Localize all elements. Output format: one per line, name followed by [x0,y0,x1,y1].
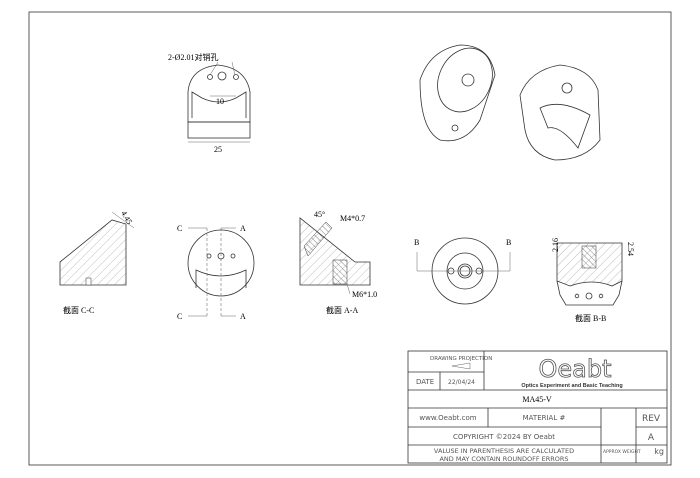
section-c-c: 4.45 截面 C-C [59,209,135,315]
pin-hole-callout: 2-Ø2.01对销孔 [168,52,218,62]
dim-25: 25 [214,145,222,154]
date-value: 22/04/24 [448,379,475,386]
front-view: 2-Ø2.01对销孔 10 25 [168,52,251,154]
section-c-c-label: 截面 C-C [63,305,94,315]
thread-m6: M6*1.0 [352,290,377,299]
section-b-b-label: 截面 B-B [575,313,606,323]
section-b-b: 2.16 2.54 截面 B-B [551,238,635,323]
website: www.Oeabt.com [419,414,476,422]
dim-2-54: 2.54 [626,242,635,256]
part-number: MA45-V [522,395,552,404]
note-line-1: VALUSE IN PARENTHESIS ARE CALCULATED [434,447,574,455]
weight-unit: kg [654,447,664,456]
date-label: DATE [416,378,434,386]
rev-label: REV [642,414,661,424]
rev-value: A [648,433,655,443]
thread-m4: M4*0.7 [340,214,365,223]
section-label-c-bottom: C [177,312,182,321]
note-line-2: AND MAY CONTAIN ROUNDOFF ERRORS [439,455,568,463]
section-label-a-top: A [240,224,246,233]
section-label-b-right: B [506,238,511,247]
dim-2-16: 2.16 [551,238,560,252]
title-block: DRAWING PROJECTION DATE 22/04/24 Oeabt O… [407,350,668,464]
angle-45: 45° [314,210,325,219]
section-label-c-top: C [177,224,182,233]
isometric-view-1 [419,44,496,142]
drawing-projection: DRAWING PROJECTION [430,356,492,362]
drawing-border [28,11,672,466]
company-logo: Oeabt [538,355,611,383]
approx-weight: APPROX WEIGHT [603,449,641,455]
section-a-a-label: 截面 A-A [326,305,358,315]
copyright: COPYRIGHT ©2024 BY Oeabt [453,433,555,441]
logo-subtitle: Optics Experiment and Basic Teaching [521,383,622,389]
section-label-a-bottom: A [240,312,246,321]
isometric-view-2 [519,64,601,161]
material: MATERIAL # [523,414,566,422]
top-view-sections: C A C A [177,224,255,321]
section-a-a: 45° M4*0.7 M6*1.0 截面 A-A [299,210,377,315]
bottom-view: B B [414,237,511,305]
dim-10: 10 [216,97,224,106]
section-label-b-left: B [414,238,419,247]
